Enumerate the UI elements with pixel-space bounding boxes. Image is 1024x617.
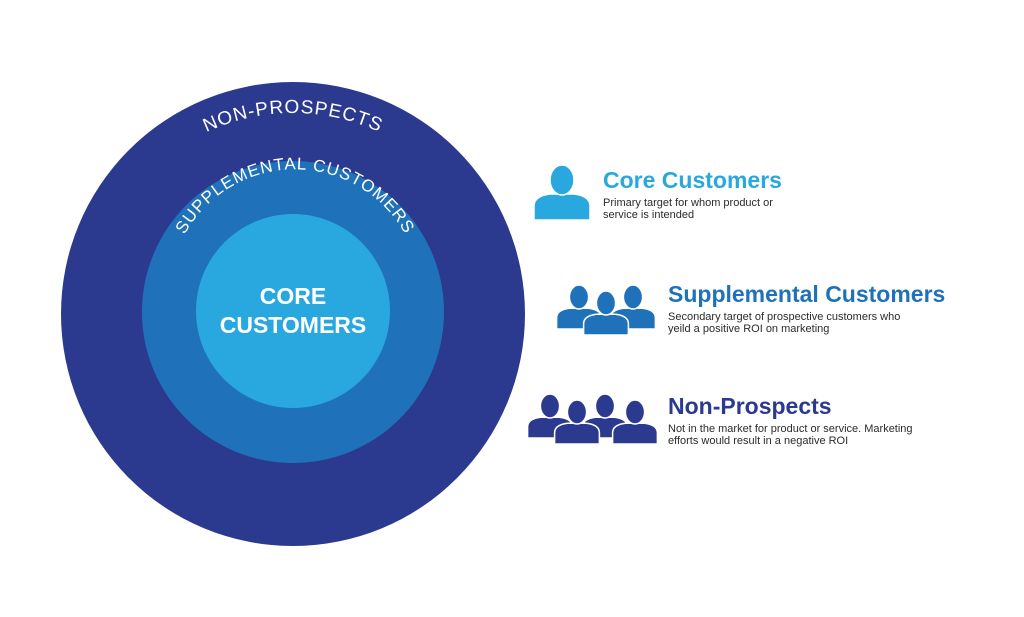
group-icon — [551, 279, 661, 342]
legend-non-prospects-description: Not in the market for product or service… — [668, 423, 913, 447]
inner-circle-core — [196, 214, 390, 408]
core-label-line2: CUSTOMERS — [220, 312, 367, 338]
crowd-icon — [523, 388, 663, 451]
legend-supplemental-description: Secondary target of prospective customer… — [668, 311, 901, 335]
legend-non-prospects: Non-Prospects Not in the market for prod… — [668, 393, 1024, 447]
legend-supplemental-title: Supplemental Customers — [668, 281, 946, 307]
legend-non-prospects-title: Non-Prospects — [668, 393, 832, 419]
crowd-icon — [526, 393, 659, 445]
core-label-line1: CORE — [260, 283, 326, 309]
legend-supplemental: Supplemental Customers Secondary target … — [668, 281, 1024, 335]
legend-core-description: Primary target for whom product or servi… — [603, 197, 773, 221]
person-icon — [532, 158, 592, 227]
legend-core-title: Core Customers — [603, 167, 782, 193]
group-icon — [555, 284, 657, 336]
person-icon — [533, 164, 591, 221]
legend-core: Core Customers Primary target for whom p… — [603, 167, 1023, 221]
